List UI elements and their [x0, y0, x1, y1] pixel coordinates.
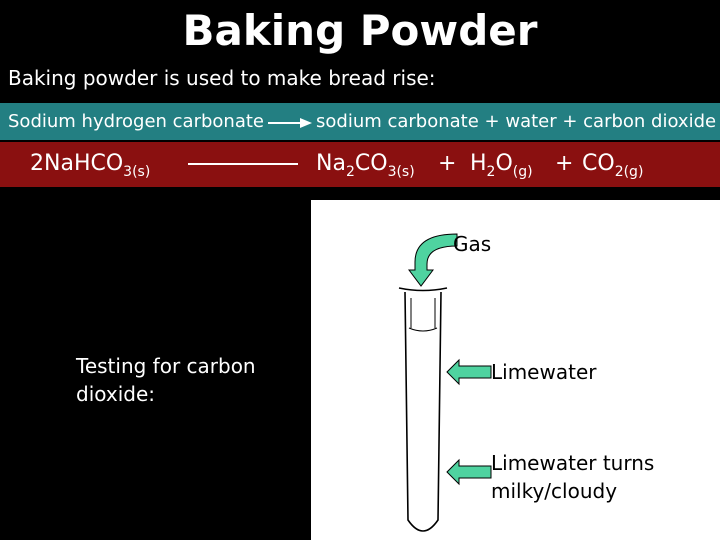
symbol-equation-arrow-icon — [188, 163, 298, 165]
word-products: sodium carbonate + water + carbon dioxid… — [316, 111, 717, 132]
slide-subtitle: Baking powder is used to make bread rise… — [8, 66, 436, 90]
symbol-product-carbon-dioxide: CO2(g) — [582, 151, 644, 180]
milky-arrow-icon — [446, 458, 492, 486]
symbol-plus-1: + — [438, 151, 457, 176]
word-equation-arrow-icon — [268, 118, 312, 128]
limewater-label: Limewater — [491, 360, 597, 384]
test-tube-diagram: Gas Limewater Limewater turns milky/clou… — [311, 200, 720, 540]
word-equation-band: Sodium hydrogen carbonate sodium carbona… — [0, 103, 720, 140]
testing-label: Testing for carbon dioxide: — [76, 354, 256, 406]
limewater-arrow-icon — [446, 358, 492, 386]
word-reactant: Sodium hydrogen carbonate — [8, 111, 264, 132]
limewater-turns-label: Limewater turns milky/cloudy — [491, 451, 655, 503]
symbol-product-sodium-carbonate: Na2CO3(s) — [316, 151, 415, 180]
symbol-reactant: 2NaHCO3(s) — [30, 151, 151, 180]
symbol-equation-band: 2NaHCO3(s) Na2CO3(s) + H2O(g) + CO2(g) — [0, 142, 720, 187]
gas-arrow-icon — [408, 233, 458, 287]
gas-label: Gas — [453, 232, 492, 256]
slide-title: Baking Powder — [182, 6, 538, 55]
test-tube-icon — [398, 287, 448, 532]
symbol-plus-2: + — [555, 151, 574, 176]
symbol-product-water: H2O(g) — [470, 151, 533, 180]
